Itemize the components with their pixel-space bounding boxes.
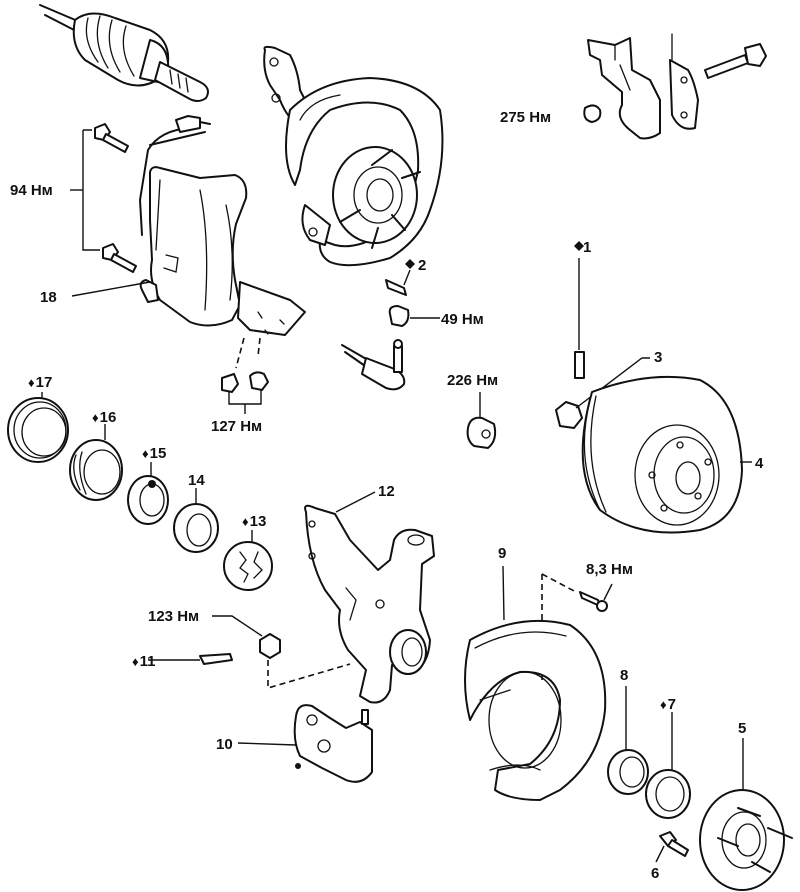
part-label-4: 4: [755, 455, 764, 472]
part-label-15: ♦15: [142, 446, 166, 461]
brake-disc-group: [555, 258, 752, 534]
torque-label-275: 275 Нм: [500, 109, 552, 126]
part-number-15: 15: [149, 445, 167, 462]
torque-label-94: 94 Нм: [10, 182, 53, 199]
dust-cover: [464, 565, 613, 801]
torque-label-226: 226 Нм: [447, 372, 499, 389]
torque-label-49: 49 Нм: [441, 311, 484, 328]
replace-marker: ♦: [242, 514, 249, 529]
part-label-9: 9: [498, 545, 507, 562]
hub-nut: [466, 392, 497, 449]
part-number-13: 13: [249, 513, 267, 530]
part-label-7: ♦7: [660, 697, 676, 712]
bearing-seals: [7, 392, 273, 591]
part-label-6: 6: [651, 865, 660, 882]
replace-marker: ♦: [660, 697, 667, 712]
replace-markers: [405, 241, 584, 269]
steering-knuckle: [304, 491, 435, 704]
ball-joint: [237, 704, 373, 783]
rear-hub-parts: [607, 686, 793, 891]
part-label-3: 3: [654, 349, 663, 366]
bracket-assembly: [583, 33, 767, 140]
torque-label-123: 123 Нм: [148, 608, 200, 625]
caliper-bolts: [70, 123, 137, 273]
part-label-5: 5: [738, 720, 747, 737]
knuckle-assembly-top: [263, 45, 444, 267]
part-number-1: 1: [583, 239, 592, 256]
replace-marker: ♦: [132, 654, 139, 669]
drive-shaft: [39, 4, 209, 102]
tie-rod-parts: [341, 269, 440, 391]
part-label-10: 10: [216, 736, 233, 753]
part-number-7: 7: [667, 696, 676, 713]
part-number-16: 16: [99, 409, 117, 426]
replace-marker: ♦: [142, 446, 149, 461]
part-label-8: 8: [620, 667, 629, 684]
part-label-17: ♦17: [28, 375, 52, 390]
part-label-14: 14: [188, 472, 205, 489]
replace-marker: ♦: [92, 410, 99, 425]
part-label-18: 18: [40, 289, 57, 306]
part-number-11: 11: [139, 653, 156, 670]
part-number-2: 2: [418, 257, 427, 274]
part-label-12: 12: [378, 483, 395, 500]
part-label-2: 2: [418, 258, 426, 273]
part-label-13: ♦13: [242, 514, 266, 529]
part-label-1: 1: [583, 240, 591, 255]
torque-label-127: 127 Нм: [211, 418, 263, 435]
torque-label-8-3: 8,3 Нм: [586, 561, 633, 578]
part-number-17: 17: [35, 374, 53, 391]
marker-1: [574, 241, 584, 251]
brake-caliper: [71, 115, 306, 414]
part-label-11: ♦11: [132, 654, 156, 669]
part-label-16: ♦16: [92, 410, 116, 425]
ball-joint-fasteners: [148, 615, 351, 690]
marker-2: [405, 259, 415, 269]
replace-marker: ♦: [28, 375, 35, 390]
